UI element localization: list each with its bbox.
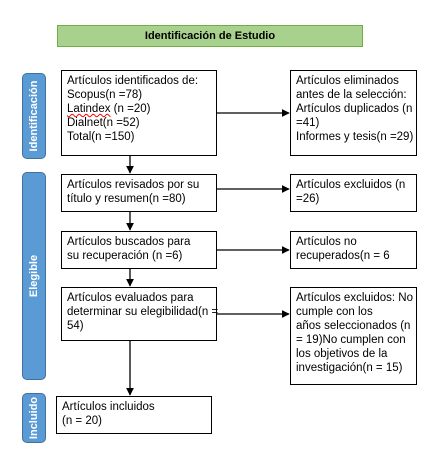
reviewed-articles-box: Artículos revisados por su título y resu…	[61, 174, 217, 212]
excluded1-line-1: Artículos excluidos (n	[296, 179, 406, 191]
excluded2-line-3: años seleccionados (n	[296, 320, 411, 332]
stage-eligible-label: Elegible	[22, 172, 46, 380]
included-line-1: Artículos incluidos	[62, 401, 155, 413]
excluded2-line-4: = 19)No cumplen con	[296, 334, 406, 346]
identified-line-2: Scopus(n =78)	[67, 89, 143, 101]
removed-articles-box: Artículos eliminados antes de la selecci…	[290, 70, 417, 156]
excluded2-line-6: investigación(n = 15)	[296, 362, 403, 374]
not-recovered-line-1: Artículos no	[296, 236, 357, 248]
searched-articles-box: Artículos buscados para su recuperación …	[61, 231, 217, 269]
searched-line-1: Artículos buscados para	[67, 236, 191, 248]
reviewed-line-2: título y resumen(n =80)	[67, 193, 186, 205]
excluded2-line-2: cumple con los	[296, 306, 373, 318]
identified-line-1: Artículos identificados de:	[67, 75, 199, 87]
identified-articles-box: Artículos identificados de: Scopus(n =78…	[61, 70, 217, 156]
included-articles-box: Artículos incluidos (n = 20)	[56, 396, 212, 434]
excluded2-line-1: Artículos excluidos: No	[296, 292, 413, 304]
not-recovered-line-2: recuperados(n = 6	[296, 250, 390, 262]
reviewed-line-1: Artículos revisados por su	[67, 179, 200, 191]
removed-line-3: Artículos duplicados (n	[296, 103, 413, 115]
removed-line-1: Artículos eliminados	[296, 75, 399, 87]
identified-line-4: Dialnet(n =52)	[67, 117, 140, 129]
latindex-word: Latindex	[67, 103, 111, 115]
excluded2-line-5: los objetivos de la	[296, 348, 388, 360]
evaluated-line-1: Artículos evaluados para	[67, 292, 194, 304]
stage-included-label: Incluido	[22, 393, 46, 443]
removed-line-2: antes de la selección:	[296, 89, 407, 101]
identified-line-5: Total(n =150)	[67, 131, 135, 143]
evaluated-line-2: determinar su elegibilidad(n =	[67, 306, 219, 318]
study-identification-header: Identificación de Estudio	[57, 25, 363, 47]
excluded1-line-2: =26)	[296, 193, 320, 205]
excluded-criteria-box: Artículos excluidos: No cumple con los a…	[290, 287, 417, 385]
searched-line-2: su recuperación (n =6)	[67, 250, 183, 262]
identified-line-3: Latindex (n =20)	[67, 102, 211, 116]
removed-line-5: Informes y tesis(n =29)	[296, 131, 414, 143]
latindex-count: (n =20)	[110, 103, 151, 115]
removed-line-4: =41)	[296, 117, 320, 129]
excluded-articles-box: Artículos excluidos (n =26)	[290, 174, 417, 212]
evaluated-articles-box: Artículos evaluados para determinar su e…	[61, 287, 219, 341]
included-line-2: (n = 20)	[62, 415, 102, 427]
stage-identification-label: Identificación	[22, 73, 46, 159]
not-recovered-box: Artículos no recuperados(n = 6	[290, 231, 417, 269]
evaluated-line-3: 54)	[67, 320, 84, 332]
